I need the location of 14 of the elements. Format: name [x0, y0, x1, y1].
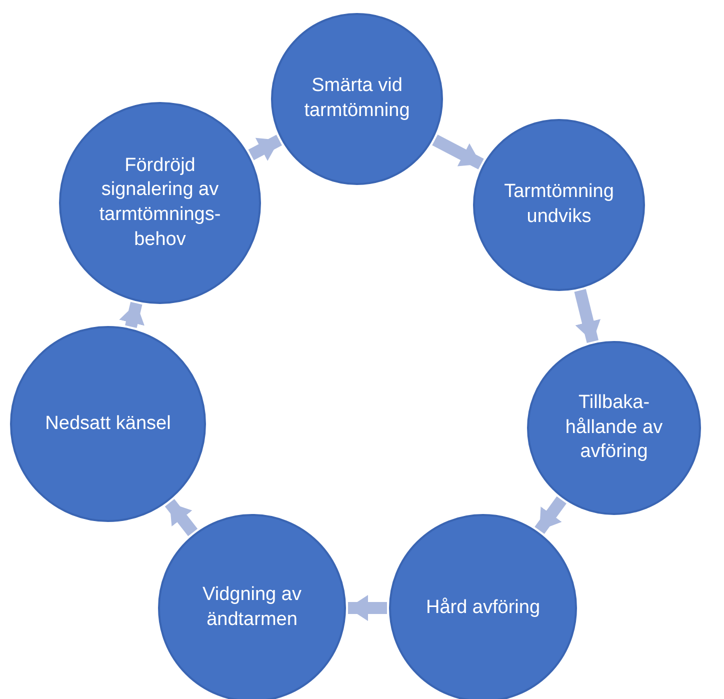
circle-label: Nedsatt känsel — [45, 412, 171, 436]
circle-label: Vidgning av ändtarmen — [202, 583, 302, 632]
arrow — [432, 134, 484, 170]
circle-label: Tillbaka- hållande av avföring — [564, 390, 664, 464]
circle-label: Hård avföring — [426, 596, 540, 620]
arrow — [534, 496, 566, 534]
arrow — [164, 499, 198, 536]
arrow — [574, 289, 601, 344]
arrow — [248, 134, 282, 161]
arrow — [348, 595, 387, 621]
circle-label: Tarmtömning undviks — [503, 180, 615, 229]
circle-label: Smärta vid tarmtömning — [303, 74, 411, 123]
circle-label: Fördröjd signalering av tarmtömnings- behov — [98, 154, 222, 252]
arrow — [119, 302, 144, 328]
